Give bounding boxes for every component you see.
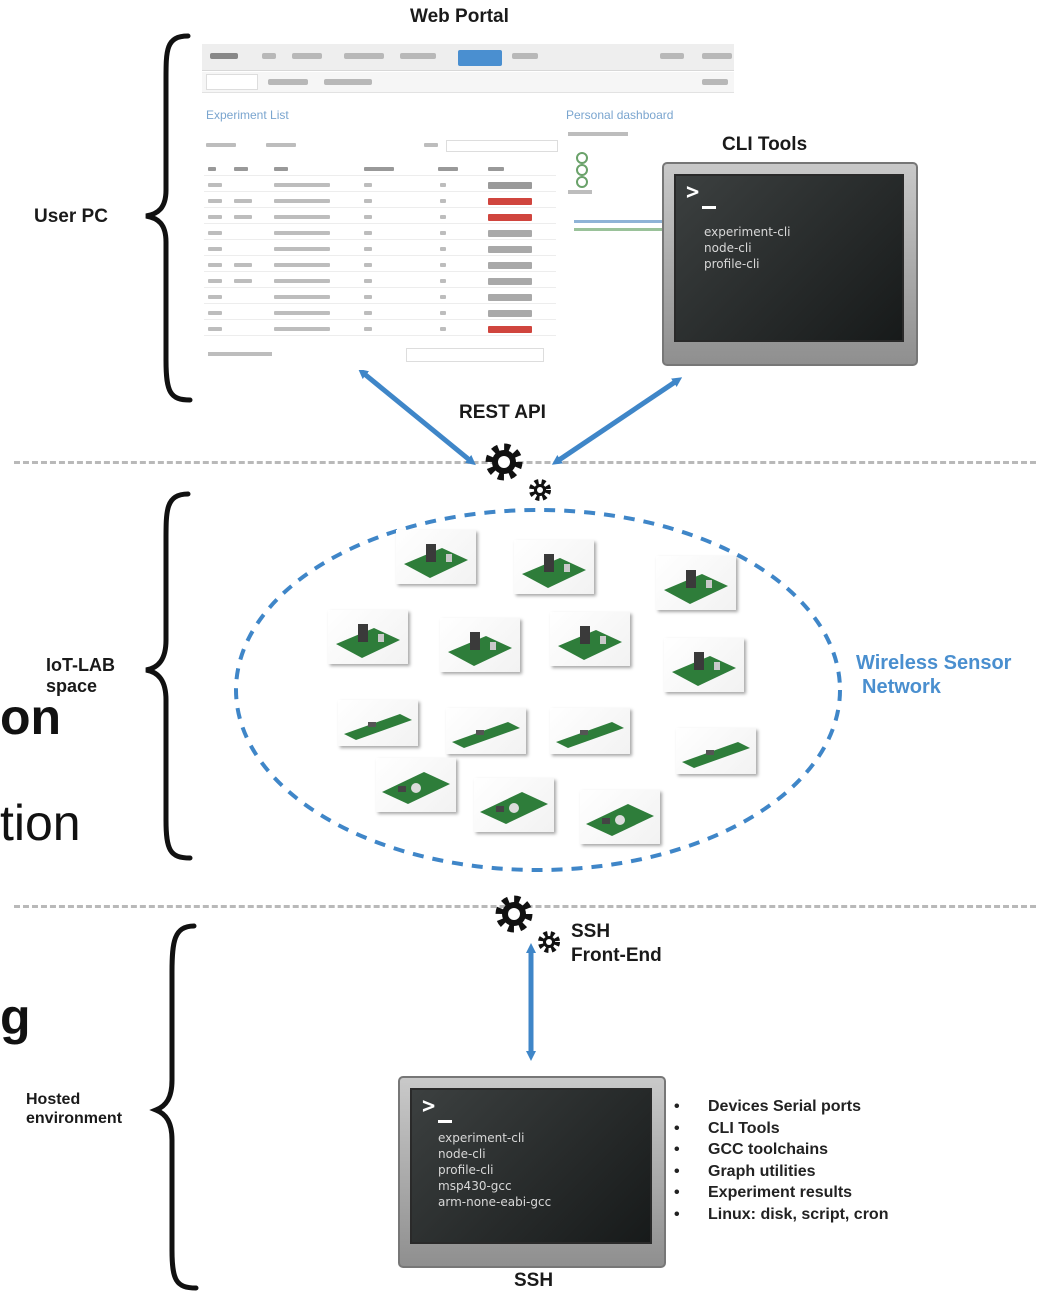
arrow-icon-cli-api — [551, 377, 683, 465]
sensor-board-icon — [328, 610, 408, 664]
cli-tools-label: CLI Tools — [722, 134, 808, 155]
network-ellipse — [234, 508, 842, 872]
sensor-board-icon — [664, 638, 744, 692]
ssh-cursor — [438, 1120, 452, 1123]
gear-icon-ssh-small — [538, 931, 560, 953]
wsn-label-line2: Network — [862, 676, 941, 698]
ssh-command: node-cli — [438, 1147, 486, 1161]
ssh-command: profile-cli — [438, 1163, 494, 1177]
sensor-board-icon — [676, 728, 756, 774]
hosted-feature-item: GCC toolchains — [674, 1139, 888, 1161]
sensor-board-icon — [580, 790, 660, 844]
cli-tools-screen: > experiment-cli node-cli profile-cli — [674, 174, 904, 342]
user-pc-label: User PC — [34, 206, 108, 227]
hosted-line1: Hosted — [26, 1091, 81, 1108]
ssh-bottom-label: SSH — [514, 1270, 554, 1291]
sensor-board-icon — [396, 530, 476, 584]
ssh-command: experiment-cli — [438, 1131, 525, 1145]
cli-command: node-cli — [704, 241, 752, 255]
rest-api-label: REST API — [459, 402, 546, 423]
hosted-feature-item: Experiment results — [674, 1182, 888, 1204]
ssh-laptop: > experiment-cli node-cli profile-cli ms… — [398, 1076, 666, 1268]
ssh-front-end-label: SSH Front-End — [571, 920, 662, 968]
sensor-board-icon — [514, 540, 594, 594]
sensor-board-icon — [446, 708, 526, 754]
ssh-command-list: experiment-cli node-cli profile-cli msp4… — [438, 1130, 551, 1210]
hosted-environment-label: Hosted environment — [26, 1090, 122, 1128]
sensor-board-icon — [440, 618, 520, 672]
ssh-screen: > experiment-cli node-cli profile-cli ms… — [410, 1088, 652, 1244]
sensor-board-icon — [474, 778, 554, 832]
experiment-list-title: Experiment List — [206, 108, 289, 122]
hosted-feature-item: CLI Tools — [674, 1118, 888, 1140]
gear-icon-ssh — [495, 895, 533, 933]
cli-prompt: > — [686, 180, 700, 205]
cli-tools-laptop: > experiment-cli node-cli profile-cli — [662, 162, 918, 366]
brace-icon-hosted — [149, 923, 199, 1291]
ssh-front-end-line1: SSH — [571, 921, 611, 942]
dashboard-title: Personal dashboard — [566, 108, 674, 122]
ssh-command: arm-none-eabi-gcc — [438, 1195, 552, 1209]
iot-lab-label-line2: space — [46, 676, 98, 696]
separator-top — [14, 461, 1036, 464]
sensor-board-icon — [550, 612, 630, 666]
hosted-feature-item: Devices Serial ports — [674, 1096, 888, 1118]
hosted-feature-item: Graph utilities — [674, 1161, 888, 1183]
ssh-front-end-line2: Front-End — [571, 945, 662, 966]
sensor-board-icon — [376, 758, 456, 812]
cli-cursor — [702, 206, 716, 209]
portal-subnav — [202, 72, 734, 93]
iot-lab-label: IoT-LAB space — [46, 655, 115, 697]
ssh-command: msp430-gcc — [438, 1179, 512, 1193]
cli-command-list: experiment-cli node-cli profile-cli — [704, 224, 791, 272]
brace-icon-iot-lab — [145, 491, 193, 861]
wsn-label-line1: Wireless Sensor — [856, 652, 1012, 674]
web-portal-screenshot: Experiment List Personal dashboard — [196, 40, 740, 370]
sensor-board-icon — [550, 708, 630, 754]
brace-icon-user-pc — [145, 33, 193, 403]
hosted-feature-item: Linux: disk, script, cron — [674, 1204, 888, 1226]
gear-icon-rest-api — [485, 443, 523, 481]
sensor-board-icon — [338, 700, 418, 746]
portal-nav-active-button — [458, 50, 502, 66]
gear-icon-rest-api-small — [529, 479, 551, 501]
arrow-icon-portal-api — [358, 368, 476, 466]
ssh-prompt: > — [422, 1094, 436, 1119]
cli-command: experiment-cli — [704, 225, 791, 239]
cli-command: profile-cli — [704, 257, 760, 271]
iot-lab-label-line1: IoT-LAB — [46, 655, 115, 675]
partial-text-2: tion — [0, 795, 81, 851]
hosted-line2: environment — [26, 1110, 123, 1127]
hosted-features-list: Devices Serial ports CLI Tools GCC toolc… — [674, 1096, 888, 1225]
partial-text-1: on — [0, 689, 62, 745]
web-portal-label: Web Portal — [410, 6, 509, 27]
portal-navbar — [202, 44, 734, 71]
partial-text-3: g — [0, 989, 31, 1045]
sensor-board-icon — [656, 556, 736, 610]
wsn-label: Wireless Sensor Network — [856, 651, 1011, 699]
